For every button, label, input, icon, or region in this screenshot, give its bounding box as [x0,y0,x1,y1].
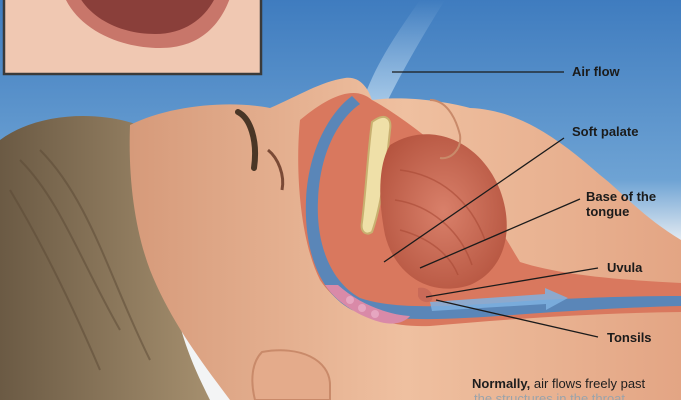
caption-lead: Normally, [472,376,530,391]
inset-mouth-image [4,0,261,74]
label-soft-palate: Soft palate [572,124,638,139]
label-base-of-tongue: Base of the tongue [586,189,656,219]
label-air-flow: Air flow [572,64,620,79]
tonsil-bump [371,310,379,318]
label-uvula: Uvula [607,260,642,275]
tonsil-bump [346,296,354,304]
caption-faded-line: the structures in the throat [474,391,625,400]
tonsil-bump [358,304,366,312]
caption-text: air flows freely past [530,376,645,391]
label-tonsils: Tonsils [607,330,652,345]
